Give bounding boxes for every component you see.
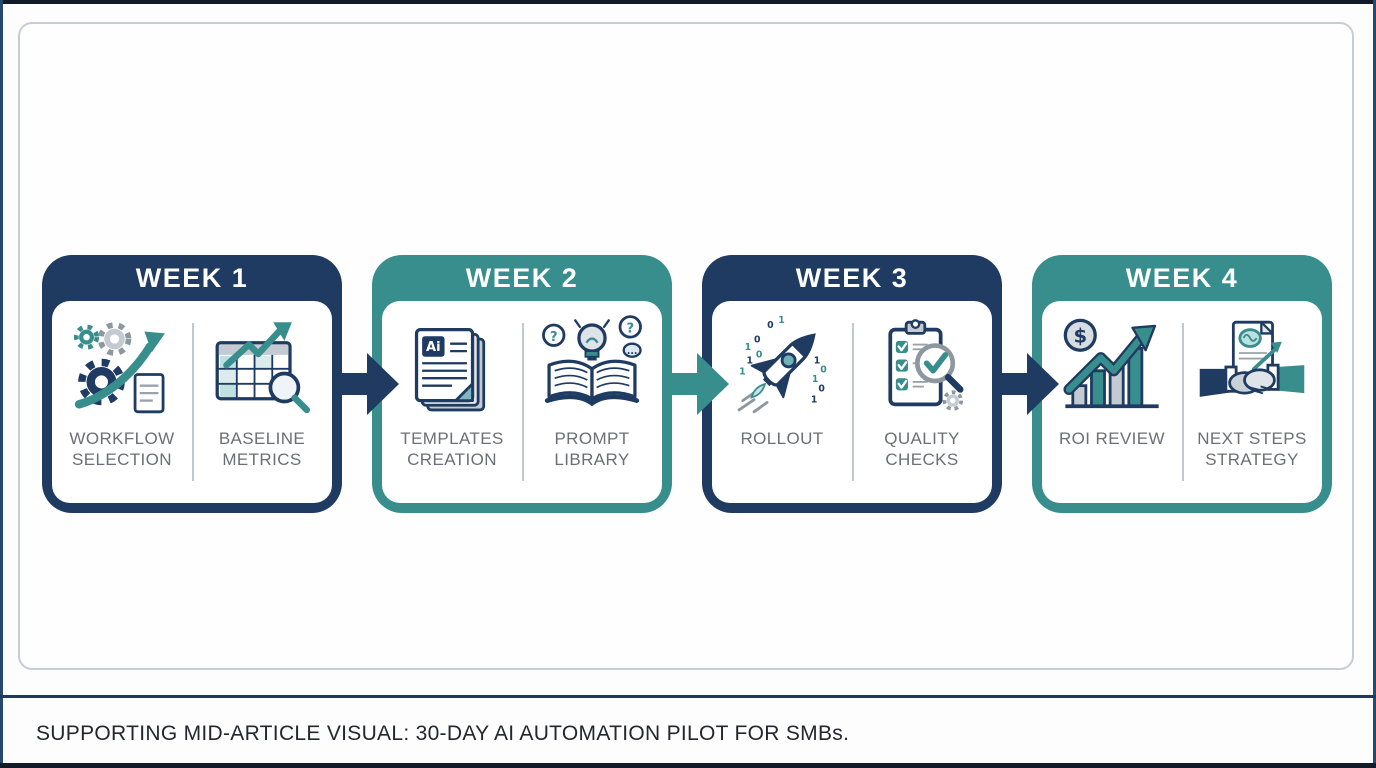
week-4-body: $ ROI REVIEW [1042,301,1322,503]
week-1-item-1: WORKFLOW SELECTION [52,301,192,503]
ai-documents-icon: Ai [414,328,486,412]
svg-text:Ai: Ai [426,340,441,355]
week-2-title: WEEK 2 [465,262,579,293]
frame-top-strip [0,0,1376,4]
svg-text:1: 1 [812,374,819,385]
metrics-table-icon [215,322,311,414]
svg-text:1: 1 [745,342,752,353]
roi-bar-chart-icon: $ [1063,318,1159,409]
svg-text:?: ? [550,330,558,345]
frame-bottom-strip [0,763,1376,768]
svg-text:1: 1 [778,315,785,326]
week-1-card: WEEK 1 [42,255,342,513]
svg-text:0: 0 [818,383,825,394]
handshake-icon [1199,320,1305,397]
week-3-item-1: 1 0 1 0 1 0 1 1 0 1 0 1 ROLLOUT [712,301,852,503]
svg-text:1: 1 [747,355,754,366]
frame-left-border [0,0,3,768]
week-4-item-1: $ ROI REVIEW [1042,301,1182,503]
week-4-card: WEEK 4 $ ROI R [1032,255,1332,513]
checklist-magnifier-icon [888,319,964,411]
item-label: PROMPT LIBRARY [554,429,630,469]
svg-text:$: $ [1073,325,1087,348]
frame-right-border [1373,0,1376,768]
item-label: NEXT STEPS STRATEGY [1197,429,1307,469]
item-label: BASELINE METRICS [218,429,306,469]
item-label: WORKFLOW SELECTION [69,429,175,469]
week-4-title: WEEK 4 [1125,262,1239,293]
cell-divider [192,323,194,481]
arrow-right-icon [995,353,1059,415]
week-2-item-1: Ai TEMPLATES CREATION [382,301,522,503]
caption-divider-line [0,695,1376,698]
week-2-body: Ai TEMPLATES CREATION ? [382,301,662,503]
cell-divider [852,323,854,481]
svg-text:0: 0 [767,320,774,331]
week-1-title: WEEK 1 [135,262,249,293]
item-label: TEMPLATES CREATION [400,429,504,469]
svg-text:?: ? [626,321,634,336]
arrow-right-icon [335,353,399,415]
svg-text:...: ... [627,346,638,357]
week-1-item-2: BASELINE METRICS [192,301,332,503]
week-3-card: WEEK 3 [702,255,1002,513]
svg-text:0: 0 [820,365,827,376]
book-lightbulb-icon: ? ? ... [542,315,642,407]
item-label: ROI REVIEW [1058,429,1165,448]
svg-text:1: 1 [811,394,818,405]
item-label: QUALITY CHECKS [884,429,960,469]
cell-divider [522,323,524,481]
svg-text:0: 0 [756,350,763,361]
svg-text:1: 1 [814,355,821,366]
timeline: WEEK 1 [42,255,1334,513]
caption-text: SUPPORTING MID-ARTICLE VISUAL: 30-DAY AI… [36,722,850,745]
rocket-icon: 1 0 1 0 1 0 1 1 0 1 0 1 [737,315,827,414]
svg-text:0: 0 [754,335,761,346]
week-4-item-2: NEXT STEPS STRATEGY [1182,301,1322,503]
item-label: ROLLOUT [740,429,824,448]
week-3-title: WEEK 3 [795,262,909,293]
week-1-body: WORKFLOW SELECTION [52,301,332,503]
svg-text:1: 1 [739,366,746,377]
week-3-body: 1 0 1 0 1 0 1 1 0 1 0 1 ROLLOUT [712,301,992,503]
week-2-item-2: ? ? ... [522,301,662,503]
cell-divider [1182,323,1184,481]
arrow-right-icon [665,353,729,415]
gears-growth-icon [73,322,165,414]
week-3-item-2: QUALITY CHECKS [852,301,992,503]
week-2-card: WEEK 2 Ai [372,255,672,513]
